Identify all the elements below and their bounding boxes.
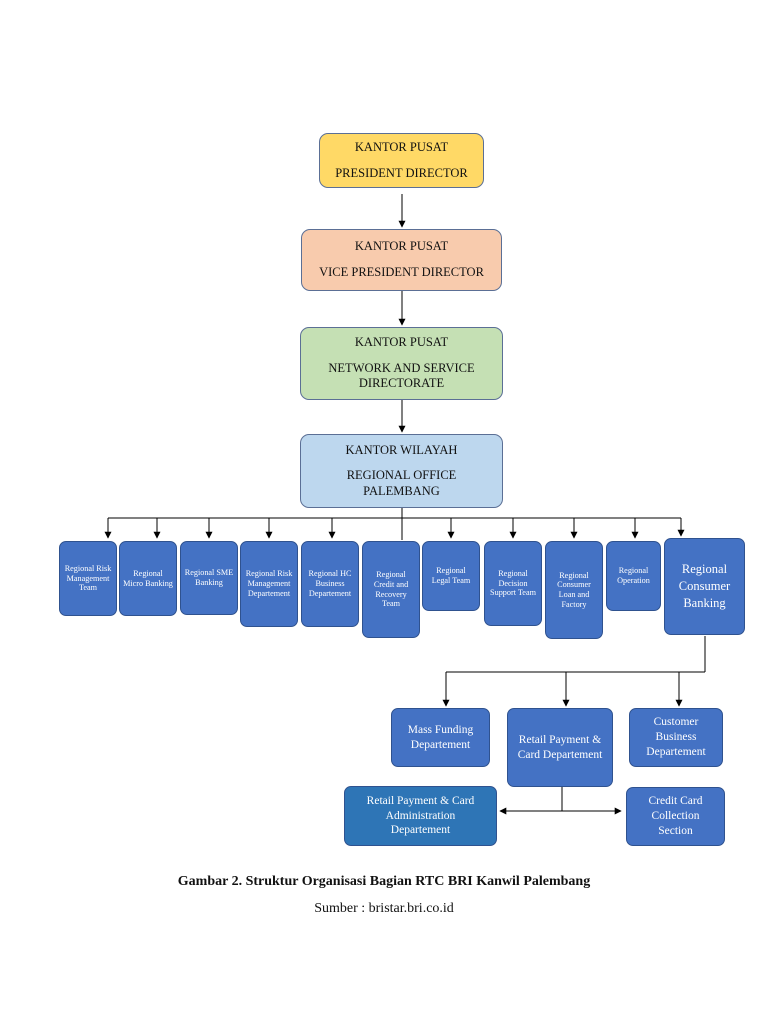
retail-payment-card-administration-departement-box: Retail Payment & Card Administration Dep… (344, 786, 497, 846)
network-service-directorate-line2: NETWORK AND SERVICE DIRECTORATE (328, 360, 475, 391)
regional-hc-business-departement-box: Regional HC Business Departement (301, 541, 359, 627)
president-director-line1: KANTOR PUSAT (354, 139, 449, 154)
retail-payment-card-departement-box: Retail Payment & Card Departement (507, 708, 613, 787)
regional-sme-banking-box: Regional SME Banking (180, 541, 238, 615)
president-director-line2: PRESIDENT DIRECTOR (335, 165, 468, 180)
customer-business-departement-box: Customer Business Departement (629, 708, 723, 767)
vice-president-director-box: KANTOR PUSAT VICE PRESIDENT DIRECTOR (301, 229, 502, 291)
regional-decision-support-team-box: Regional Decision Support Team (484, 541, 542, 626)
president-director-box: KANTOR PUSAT PRESIDENT DIRECTOR (319, 133, 484, 188)
regional-office-line1: KANTOR WILAYAH (345, 442, 458, 457)
regional-micro-banking-box: Regional Micro Banking (119, 541, 177, 616)
figure-source: Sumber : bristar.bri.co.id (314, 901, 454, 916)
credit-card-collection-section-box: Credit Card Collection Section (626, 787, 725, 846)
regional-consumer-banking-box: Regional Consumer Banking (664, 538, 745, 635)
regional-risk-management-team-box: Regional Risk Management Team (59, 541, 117, 616)
vice-president-director-line1: KANTOR PUSAT (354, 239, 449, 254)
regional-credit-recovery-team-box: Regional Credit and Recovery Team (362, 541, 420, 638)
regional-operation-box: Regional Operation (606, 541, 661, 611)
regional-legal-team-box: Regional Legal Team (422, 541, 480, 611)
mass-funding-departement-box: Mass Funding Departement (391, 708, 490, 767)
network-service-directorate-box: KANTOR PUSAT NETWORK AND SERVICE DIRECTO… (300, 327, 503, 400)
vice-president-director-line2: VICE PRESIDENT DIRECTOR (319, 265, 484, 279)
regional-office-line2: REGIONAL OFFICE PALEMBANG (346, 468, 457, 498)
network-service-directorate-line1: KANTOR PUSAT (354, 335, 449, 350)
regional-office-box: KANTOR WILAYAH REGIONAL OFFICE PALEMBANG (300, 434, 503, 508)
regional-risk-management-departement-box: Regional Risk Management Departement (240, 541, 298, 627)
figure-caption: Gambar 2. Struktur Organisasi Bagian RTC… (177, 874, 591, 889)
regional-consumer-loan-factory-box: Regional Consumer Loan and Factory (545, 541, 603, 639)
